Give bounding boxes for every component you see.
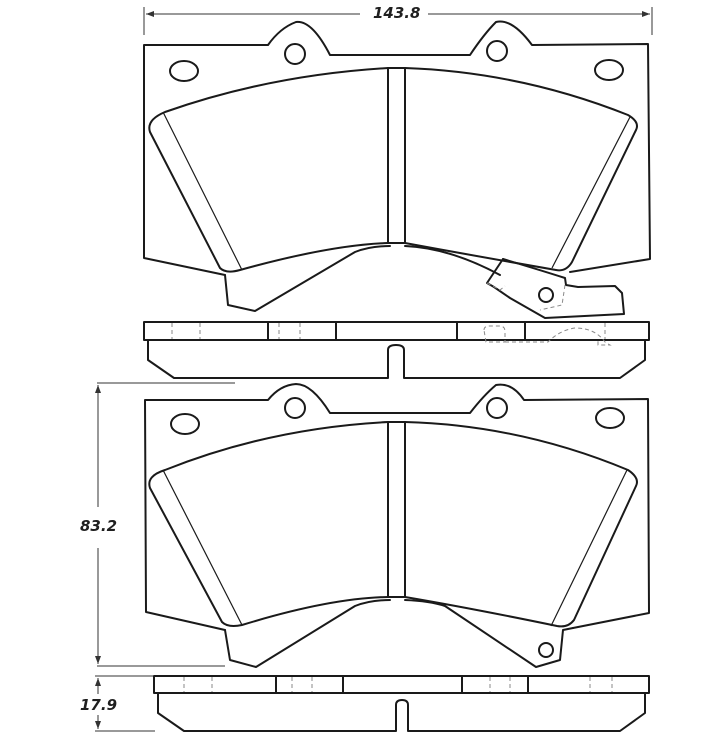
bottom-pad-side-view <box>153 675 650 732</box>
height-dimension-label: 83.2 <box>76 517 122 535</box>
thickness-dimension-label: 17.9 <box>76 696 122 714</box>
height-dimension-line <box>95 382 235 667</box>
top-pad-front-view <box>143 20 651 319</box>
bottom-pad-front-view <box>144 383 650 668</box>
width-dimension-label: 143.8 <box>369 4 425 22</box>
top-pad-side-view <box>143 321 650 379</box>
thickness-dimension-line <box>95 675 155 732</box>
width-dimension-line <box>143 7 653 35</box>
